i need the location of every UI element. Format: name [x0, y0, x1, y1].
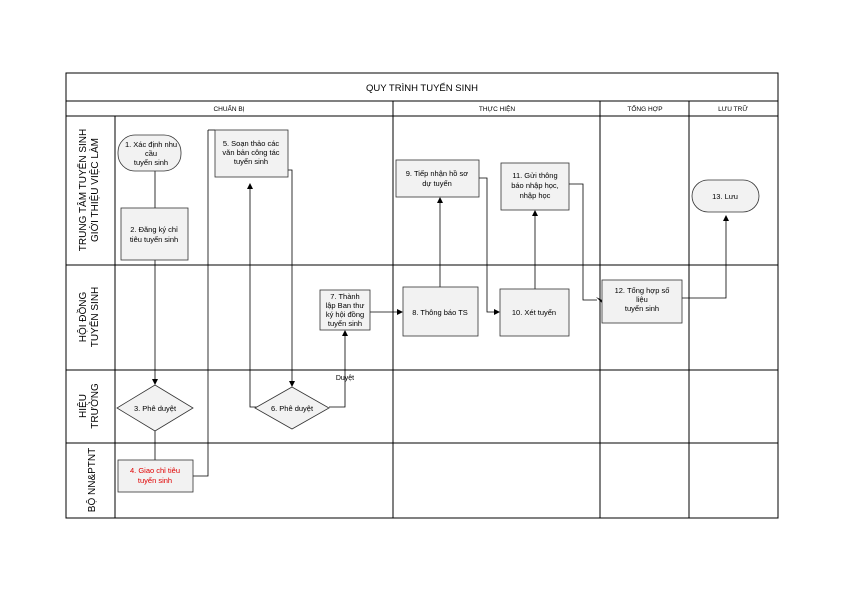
lane-label-line: HIỆU: [76, 394, 89, 418]
phase-header-archive: LƯU TRỮ: [718, 104, 748, 113]
node-text: tuyển sinh: [625, 304, 659, 313]
node-text: ký hội đồng: [326, 310, 364, 319]
lane-label-line: BỘ NN&PTNT: [85, 448, 98, 512]
node-text: lập Ban thư: [326, 301, 365, 310]
flow-line: [479, 177, 495, 313]
node-3-approve-decision[interactable]: 3. Phê duyệt: [116, 384, 194, 432]
arrowhead: [532, 210, 538, 216]
node-text: báo nhập học,: [511, 181, 559, 190]
flow-line: [193, 130, 209, 477]
lane-label-line: HỘI ĐỒNG: [76, 292, 89, 343]
phase-header-execute: THỰC HIỆN: [479, 104, 516, 113]
node-text: 7. Thành: [330, 292, 359, 301]
arrowhead: [397, 309, 403, 315]
node-5-draft-documents[interactable]: 5. Soạn thảo các văn bản công tác tuyển …: [214, 129, 289, 178]
arrowhead: [494, 309, 500, 315]
node-text: 4. Giao chỉ tiêu: [130, 466, 180, 475]
lane-label-line: GIỚI THIỆU VIỆC LÀM: [88, 138, 101, 242]
lane-label-ministry: BỘ NN&PTNT: [85, 448, 98, 512]
lane-label-line: TRƯỞNG: [88, 383, 101, 429]
phase-header-prepare: CHUẨN BỊ: [213, 104, 244, 113]
node-9-receive-applications[interactable]: 9. Tiếp nhận hồ sơ dự tuyển: [395, 159, 480, 198]
flow-line: [329, 335, 346, 408]
node-text: 13. Lưu: [712, 192, 738, 201]
node-text: tuyển sinh: [328, 319, 362, 328]
node-4-assign-quota[interactable]: 4. Giao chỉ tiêu tuyển sinh: [117, 459, 194, 493]
node-text: 5. Soạn thảo các: [223, 139, 280, 148]
node-text: 1. Xác định nhu: [125, 140, 177, 149]
node-12-compile-data[interactable]: 12. Tổng hợp số liệu tuyển sinh: [601, 279, 683, 324]
lane-label-line: TUYỂN SINH: [88, 287, 101, 348]
node-8-announce-admission[interactable]: 8. Thông báo TS: [402, 286, 479, 337]
diagram-title: QUY TRÌNH TUYỂN SINH: [366, 82, 478, 94]
node-10-review-admission[interactable]: 10. Xét tuyển: [499, 288, 570, 337]
node-text: 11. Gửi thông: [512, 171, 557, 180]
node-text: cầu: [145, 149, 157, 158]
node-text: 9. Tiếp nhận hồ sơ: [406, 169, 469, 178]
node-text: 6. Phê duyệt: [271, 404, 314, 413]
arrowhead: [152, 379, 158, 385]
node-text: văn bản công tác: [222, 148, 279, 157]
node-text: tuyển sinh: [134, 158, 168, 167]
swimlane-grid: [65, 72, 779, 519]
node-text: tiêu tuyển sinh: [130, 235, 178, 244]
lane-label-line: TRUNG TÂM TUYỂN SINH: [76, 129, 89, 251]
node-text: dự tuyển: [422, 179, 452, 188]
arrowhead: [289, 381, 295, 387]
lane-label-admission-council: HỘI ĐỒNG TUYỂN SINH: [76, 287, 101, 348]
node-text: liệu: [636, 295, 648, 304]
arrowhead: [596, 297, 602, 303]
flow-line: [288, 169, 293, 382]
node-11-send-enrollment-notice[interactable]: 11. Gửi thông báo nhập học, nhập học: [500, 162, 570, 211]
node-text: nhập học: [520, 191, 551, 200]
flow-line: [682, 220, 727, 299]
arrowhead: [437, 197, 443, 203]
flow-line: [569, 183, 597, 301]
arrowhead: [247, 183, 253, 189]
node-text: tuyển sinh: [234, 157, 268, 166]
edge-label-approve: Duyệt: [336, 375, 354, 382]
node-7-establish-secretariat[interactable]: 7. Thành lập Ban thư ký hội đồng tuyển s…: [319, 289, 371, 331]
node-1-identify-needs[interactable]: 1. Xác định nhu cầu tuyển sinh: [117, 134, 182, 172]
node-13-archive[interactable]: 13. Lưu: [691, 179, 760, 213]
arrowhead: [342, 330, 348, 336]
arrowhead: [723, 215, 729, 221]
node-text: 8. Thông báo TS: [412, 308, 468, 317]
lane-label-recruitment-center: TRUNG TÂM TUYỂN SINH GIỚI THIỆU VIỆC LÀM: [76, 129, 101, 251]
node-text: 2. Đăng ký chỉ: [130, 225, 178, 234]
node-text: 3. Phê duyệt: [134, 404, 177, 413]
node-text: tuyển sinh: [138, 476, 172, 485]
flow-line: [249, 188, 264, 408]
node-text: 12. Tổng hợp số: [615, 286, 671, 295]
lane-label-principal: HIỆU TRƯỞNG: [76, 383, 101, 429]
node-2-register-quota[interactable]: 2. Đăng ký chỉ tiêu tuyển sinh: [120, 207, 189, 261]
phase-header-summary: TỔNG HỢP: [627, 104, 662, 113]
node-6-approve-decision[interactable]: 6. Phê duyệt: [254, 386, 330, 430]
flow-connectors: [152, 129, 729, 477]
node-text: 10. Xét tuyển: [512, 308, 556, 317]
